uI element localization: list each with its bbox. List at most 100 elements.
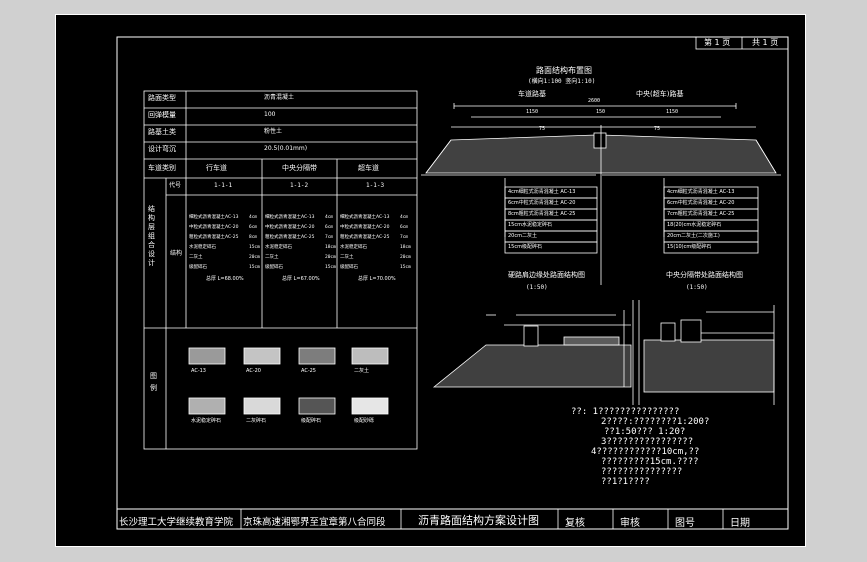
median-section <box>632 300 775 405</box>
layer-thickness: 15cm <box>325 265 336 270</box>
layer-callout: 6cm中粒式沥青混凝土 AC-20 <box>508 200 576 206</box>
row-label: 路面类型 <box>148 94 176 102</box>
layer-code: 1-1-2 <box>290 182 309 189</box>
layer-box <box>663 241 759 254</box>
legend-swatch <box>351 397 389 415</box>
layer-thickness: 4cm <box>325 215 334 220</box>
layer-thickness: 7cm <box>325 235 334 240</box>
layer-callout: 4cm细粒式沥青混凝土 AC-13 <box>667 189 735 195</box>
drawing-title: 沥青路面结构方案设计图 <box>418 514 539 527</box>
check-label: 复核 <box>565 518 585 529</box>
median-title: 中央分隔带处路面结构图 <box>666 271 743 279</box>
layer-name: 细粒式沥青混凝土AC-13 <box>265 215 315 220</box>
dim-left: 1150 <box>526 109 539 115</box>
lane-label: 车道类别 <box>148 164 176 172</box>
legend-item: 级配碎石 <box>301 418 322 424</box>
legend-item: 二灰土 <box>354 368 370 374</box>
structure-table <box>143 90 418 450</box>
legend-swatch <box>188 397 226 415</box>
layer-thickness: 6cm <box>325 225 334 230</box>
layer-name: 粗粒式沥青混凝土AC-25 <box>340 235 390 240</box>
page-prefix: 第 <box>704 38 712 47</box>
legend-item: 二灰碎石 <box>246 418 267 424</box>
layer-thickness: 8cm <box>249 235 258 240</box>
page-label: 第 1 页 <box>704 39 730 47</box>
school-name: 长沙理工大学继续教育学院 <box>119 517 234 528</box>
layer-thickness: 15cm <box>249 265 260 270</box>
layer-callout: 4cm细粒式沥青混凝土 AC-13 <box>508 189 576 195</box>
review-label: 审核 <box>620 518 640 529</box>
layer-code: 1-1-3 <box>366 182 385 189</box>
project-name: 京珠高速湘鄂界至宜章第八合同段 <box>243 517 386 528</box>
layer-thickness: 20cm <box>400 255 411 260</box>
note-line: 4????????????10cm,?? <box>591 447 700 457</box>
row-label: 回弹模量 <box>148 111 176 119</box>
legend-item: 级配砂砾 <box>354 418 375 424</box>
legend-item: 水泥稳定碎石 <box>191 418 222 424</box>
width-dimension: 2600 <box>588 98 601 104</box>
row-value: 20.5(0.01mm) <box>264 145 308 152</box>
shoulder-title: 硬路肩边缘处路面结构图 <box>508 271 585 279</box>
layer-callout: 20cm二灰土 <box>508 233 537 239</box>
note-line: ??1:50??? 1:20? <box>604 427 686 437</box>
note-line: 2????:????????1:200? <box>601 417 710 427</box>
row-label: 路基土类 <box>148 128 176 136</box>
total-thickness: 总厚 L=70.00% <box>358 276 396 282</box>
layer-name: 级配碎石 <box>189 265 207 270</box>
note-line: ??: 1??????????????? <box>571 407 680 417</box>
sublabel-structure: 结构 <box>170 250 183 257</box>
shoulder-section <box>432 310 632 388</box>
layer-name: 中粒式沥青混凝土AC-20 <box>189 225 239 230</box>
layer-callout: 20cm二灰土(二次施工) <box>667 233 720 239</box>
layer-callout: 8cm粗粒式沥青混凝土 AC-25 <box>508 211 576 217</box>
layer-name: 二灰土 <box>265 255 279 260</box>
layer-name: 二灰土 <box>340 255 354 260</box>
top-cross-section <box>421 103 781 285</box>
date-label: 日期 <box>730 518 750 529</box>
layer-thickness: 4cm <box>249 215 258 220</box>
legend-item: AC-25 <box>301 368 316 374</box>
layer-thickness: 18cm <box>400 245 411 250</box>
row-value: 100 <box>264 111 276 118</box>
layer-thickness: 20cm <box>325 255 336 260</box>
inner-border <box>116 36 789 530</box>
legend-item: AC-13 <box>191 368 206 374</box>
layer-name: 粗粒式沥青混凝土AC-25 <box>189 235 239 240</box>
legend-item: AC-20 <box>246 368 261 374</box>
legend-swatch <box>188 347 226 365</box>
right-lane-label: 中央(超车)路基 <box>636 90 684 98</box>
layer-name: 粗粒式沥青混凝土AC-25 <box>265 235 315 240</box>
dim-center: 150 <box>596 109 606 115</box>
legend-swatch <box>351 347 389 365</box>
top-title: 路面结构布置图 <box>536 66 592 75</box>
layer-thickness: 6cm <box>249 225 258 230</box>
total-label: 共 1 页 <box>752 39 778 47</box>
layer-thickness: 15cm <box>249 245 260 250</box>
legend-swatch <box>243 347 281 365</box>
layer-name: 中粒式沥青混凝土AC-20 <box>265 225 315 230</box>
note-line: ??1?1???? <box>601 477 650 487</box>
note-line: ?????????15cm.???? <box>601 457 699 467</box>
page-unit: 页 <box>722 38 731 47</box>
layer-callout: 15cm水泥稳定碎石 <box>508 222 552 228</box>
shoulder-scale: (1:50) <box>526 284 548 291</box>
row-value: 粉性土 <box>264 128 283 135</box>
page-number: 1 <box>714 38 720 47</box>
note-line: ??????????????? <box>601 467 683 477</box>
top-subtitle: (横向1:100 竖向1:10) <box>528 78 596 85</box>
note-line: 3???????????????? <box>601 437 694 447</box>
total-thickness: 总厚 L=68.00% <box>206 276 244 282</box>
row-value: 沥青混凝土 <box>264 94 295 101</box>
legend-swatch <box>298 397 336 415</box>
cad-drawing <box>116 36 789 530</box>
sublabel-code: 代号 <box>169 182 182 189</box>
layer-name: 中粒式沥青混凝土AC-20 <box>340 225 390 230</box>
layer-name: 水泥稳定碎石 <box>340 245 367 250</box>
layer-name: 细粒式沥青混凝土AC-13 <box>340 215 390 220</box>
legend-swatch <box>243 397 281 415</box>
drawing-no-label: 图号 <box>675 518 695 529</box>
slope-left: 75 <box>539 126 546 132</box>
layer-callout: 18(20)cm水泥稳定碎石 <box>667 222 722 228</box>
total-number: 1 <box>762 38 768 47</box>
layer-name: 水泥稳定碎石 <box>265 245 292 250</box>
